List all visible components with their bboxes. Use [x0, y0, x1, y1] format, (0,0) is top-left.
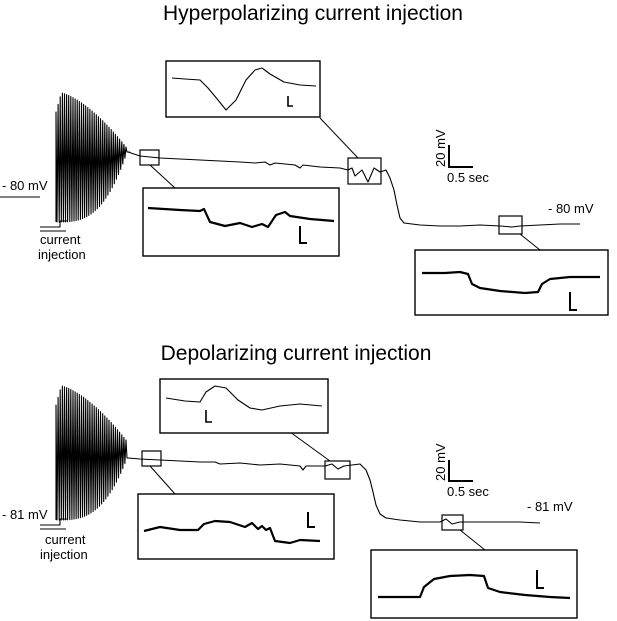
stimulus-label: injection	[38, 247, 86, 262]
membrane-potential-trace	[127, 457, 541, 525]
inset-trace	[171, 67, 317, 111]
panel-title: Depolarizing current injection	[161, 342, 432, 365]
inset-scale-bar	[205, 410, 212, 423]
scale-time-label: 0.5 sec	[447, 484, 489, 499]
scale-voltage-label: 20 mV	[433, 129, 448, 167]
connector-line	[149, 465, 176, 495]
inset-trace	[165, 385, 323, 411]
zoom-region-marker	[141, 450, 162, 467]
inset-trace	[147, 206, 335, 229]
spike-burst-trace	[55, 385, 130, 521]
panel-depolarizing: Depolarizing current injection 20 mV 0.5…	[2, 342, 578, 619]
stimulus-label: injection	[40, 547, 88, 562]
membrane-potential-trace	[127, 151, 580, 228]
resting-potential-label-right: - 81 mV	[527, 499, 573, 514]
scale-voltage-label: 20 mV	[433, 443, 448, 481]
zoom-region-marker	[498, 215, 523, 235]
inset-trace	[143, 519, 321, 545]
spike-burst-trace	[55, 92, 130, 223]
inset-box	[370, 549, 578, 619]
panel-hyperpolarizing: Hyperpolarizing current injection 20 mV …	[0, 2, 609, 316]
zoom-region-marker	[347, 157, 382, 185]
zoom-region-marker	[139, 149, 160, 166]
connector-line	[319, 117, 359, 159]
stimulus-label: current	[40, 232, 81, 247]
inset-scale-bar	[569, 292, 577, 311]
resting-potential-label-right: - 80 mV	[548, 201, 594, 216]
inset-scale-bar	[307, 512, 315, 528]
scale-time-label: 0.5 sec	[447, 170, 489, 185]
inset-box	[414, 249, 609, 316]
zoom-region-marker	[324, 460, 351, 480]
connector-line	[519, 233, 541, 251]
inset-box	[159, 378, 329, 434]
inset-box	[142, 187, 340, 257]
connector-line	[459, 529, 486, 551]
resting-potential-label-left: - 81 mV	[2, 507, 48, 522]
scale-bar	[448, 460, 473, 482]
inset-scale-bar	[299, 226, 307, 244]
panel-title: Hyperpolarizing current injection	[163, 2, 463, 25]
scale-bar	[448, 145, 473, 168]
current-injection-step	[40, 220, 68, 228]
stimulus-label: current	[45, 532, 86, 547]
inset-box	[165, 60, 321, 118]
current-injection-step	[40, 518, 68, 526]
resting-potential-label-left: - 80 mV	[2, 178, 48, 193]
zoom-region-marker	[441, 514, 464, 531]
inset-trace	[422, 270, 600, 295]
inset-trace	[378, 573, 571, 600]
connector-line	[149, 164, 176, 189]
inset-scale-bar	[287, 96, 293, 107]
inset-box	[137, 493, 335, 560]
inset-scale-bar	[536, 570, 544, 589]
connector-line	[289, 431, 331, 462]
